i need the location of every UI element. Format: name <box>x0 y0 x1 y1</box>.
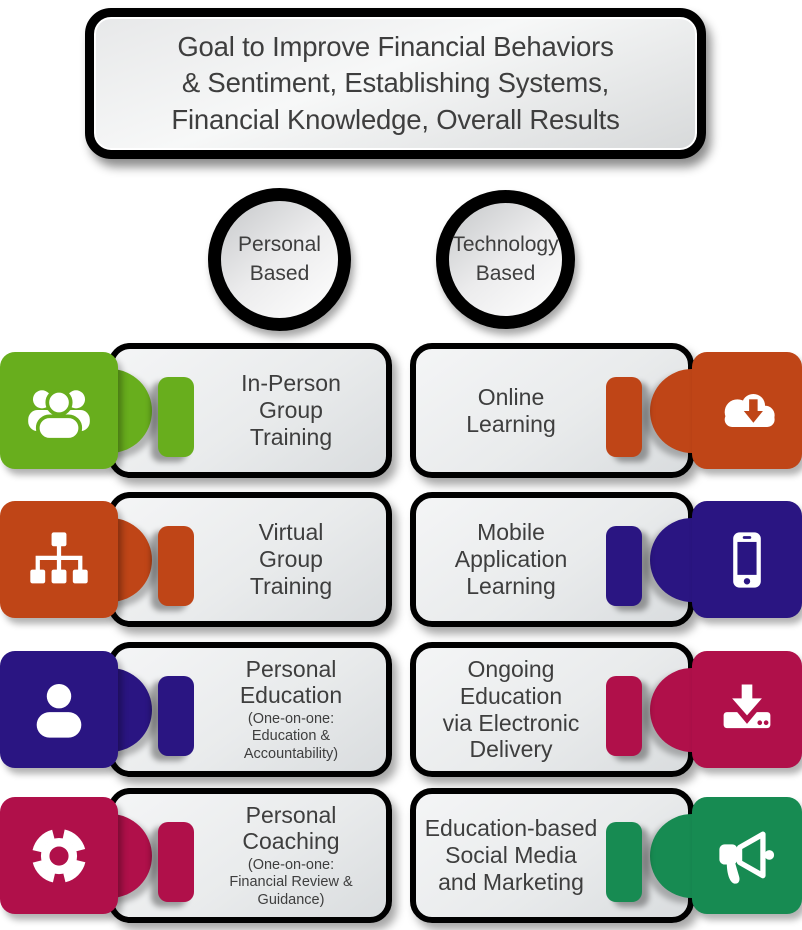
card-title: Ongoing Education via Electronic Deliver… <box>442 656 580 763</box>
card: Education-based Social Media and Marketi… <box>410 788 694 923</box>
personal-based-label: Personal Based <box>238 233 321 285</box>
download-tray-icon <box>723 684 771 728</box>
personal-based-circle: Personal Based <box>208 188 351 331</box>
icon-badge <box>692 501 802 618</box>
accent-pill <box>158 377 194 457</box>
accent-pill <box>158 526 194 606</box>
technology-based-label: Technology Based <box>452 233 559 285</box>
icon-badge <box>0 651 118 768</box>
card: Personal Coaching (One-on-one: Financial… <box>108 788 392 923</box>
icon-badge <box>692 651 802 768</box>
icon-badge <box>692 797 802 914</box>
row-online-learning: Online Learning <box>0 343 802 493</box>
accent-pill <box>158 822 194 902</box>
card-title: Mobile Application Learning <box>454 519 568 599</box>
card: Ongoing Education via Electronic Deliver… <box>410 642 694 777</box>
card-title: Personal Education <box>239 655 343 709</box>
card-title: Online Learning <box>466 383 556 437</box>
icon-badge <box>0 352 118 469</box>
smartphone-icon <box>733 531 761 588</box>
icon-badge <box>692 352 802 469</box>
row-education-based-social-media-marketing: Education-based Social Media and Marketi… <box>0 788 802 930</box>
card: In-Person Group Training <box>108 343 392 478</box>
technology-based-circle: Technology Based <box>436 190 575 329</box>
icon-badge <box>0 797 118 914</box>
megaphone-icon <box>719 831 775 884</box>
row-ongoing-education-electronic-delivery: Ongoing Education via Electronic Deliver… <box>0 642 802 792</box>
cloud-download-icon <box>724 393 775 427</box>
users-icon <box>28 388 90 442</box>
row-virtual-group-training: Virtual Group Training <box>0 492 802 642</box>
card-title: Virtual Group Training <box>249 519 333 599</box>
card-title: Education-based Social Media and Marketi… <box>424 815 598 895</box>
row-personal-coaching: Personal Coaching (One-on-one: Financial… <box>0 788 802 930</box>
card-subtitle: (One-on-one: Financial Review & Guidance… <box>229 857 353 908</box>
card: Personal Education (One-on-one: Educatio… <box>108 642 392 777</box>
card-title: Personal Coaching <box>242 801 340 855</box>
card-title: In-Person Group Training <box>241 370 341 450</box>
card: Mobile Application Learning <box>410 492 694 627</box>
accent-pill <box>606 377 642 457</box>
card: Online Learning <box>410 343 694 478</box>
row-in-person-group-training: In-Person Group Training <box>0 343 802 493</box>
card-subtitle: (One-on-one: Education & Accountability) <box>243 711 339 762</box>
row-personal-education: Personal Education (One-on-one: Educatio… <box>0 642 802 792</box>
sitemap-icon <box>30 531 88 583</box>
card: Virtual Group Training <box>108 492 392 627</box>
goal-text: Goal to Improve Financial Behaviors & Se… <box>171 30 620 135</box>
goal-banner: Goal to Improve Financial Behaviors & Se… <box>85 8 706 159</box>
accent-pill <box>606 526 642 606</box>
row-mobile-application-learning: Mobile Application Learning <box>0 492 802 642</box>
accent-pill <box>158 676 194 756</box>
life-ring-icon <box>31 828 87 883</box>
user-icon <box>36 683 82 738</box>
icon-badge <box>0 501 118 618</box>
accent-pill <box>606 822 642 902</box>
accent-pill <box>606 676 642 756</box>
